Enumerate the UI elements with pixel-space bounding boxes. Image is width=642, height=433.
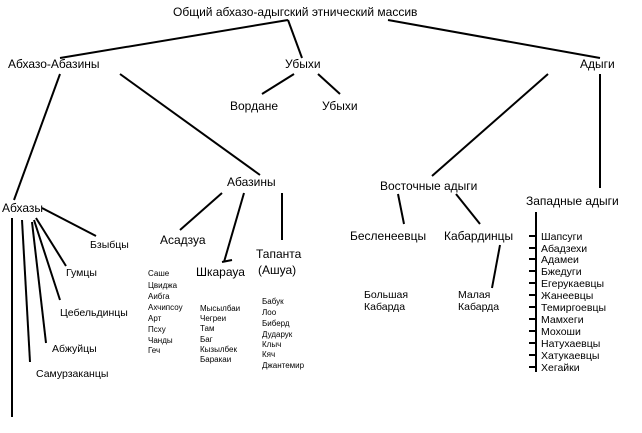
list-item: Там: [200, 324, 214, 333]
list-item: Шапсуги: [541, 231, 582, 243]
list-item: Хатукаевцы: [541, 350, 599, 362]
node-big-kabarda-1: Большая: [364, 289, 408, 301]
line-root-abkhaz-abazin: [59, 19, 289, 59]
node-samurzakan: Самурзаканцы: [36, 368, 108, 380]
node-vordane: Вордане: [230, 99, 278, 113]
node-west-adyghe: Западные адыги: [526, 194, 619, 208]
west-list: Шапсуги Абадзехи Адамеи Бжедуги Егерукае…: [541, 231, 606, 374]
node-gumtsy: Гумцы: [66, 267, 97, 279]
list-item: Лоо: [262, 308, 277, 317]
list-item: Баг: [200, 335, 213, 344]
node-asadzua: Асадзуа: [160, 233, 206, 247]
list-item: Адамеи: [541, 254, 579, 266]
node-ubykh: Убыхи: [285, 57, 321, 71]
list-item: Хегайки: [541, 362, 580, 374]
root-label: Общий абхазо-адыгский этнический массив: [173, 5, 417, 19]
list-item: Дударук: [262, 330, 293, 339]
list-item: Кызылбек: [200, 345, 237, 354]
connector-lines: [11, 19, 601, 417]
list-item: Джантемир: [262, 361, 305, 370]
list-item: Клыч: [262, 340, 281, 349]
list-item: Егерукаевцы: [541, 278, 604, 290]
list-item: Мохоши: [541, 326, 581, 338]
asadzua-list: Саше Цвиджа Аибга Ахчипсоу Арт Псху Чанд…: [148, 269, 183, 355]
list-item: Мамхеги: [541, 314, 584, 326]
list-item: Кяч: [262, 350, 275, 359]
list-item: Чанды: [148, 336, 173, 345]
tapanta-list: Бабук Лоо Биберд Дударук Клыч Кяч Джанте…: [262, 297, 305, 370]
node-bzyb: Бзыбцы: [90, 239, 129, 251]
node-kabardin: Кабардинцы: [444, 229, 513, 243]
node-abazin: Абазины: [227, 175, 276, 189]
list-item: Бжедуги: [541, 266, 582, 278]
list-item: Мысылбаи: [200, 304, 240, 313]
list-item: Абадзехи: [541, 243, 587, 255]
list-item: Темиргоевцы: [541, 302, 606, 314]
node-abzhuy: Абжуйцы: [52, 343, 97, 355]
list-item: Аибга: [148, 292, 170, 301]
list-item: Биберд: [262, 319, 290, 328]
line-bzyb: [41, 207, 97, 237]
node-abkhaz-abazin: Абхазо-Абазины: [8, 57, 100, 71]
node-tsebelda: Цебельдинцы: [60, 307, 128, 319]
node-tapanta: Тапанта: [256, 247, 302, 261]
node-big-kabarda-2: Кабарда: [364, 301, 405, 313]
node-besleney: Бесленеевцы: [350, 229, 426, 243]
node-east-adyghe: Восточные адыги: [380, 179, 477, 193]
node-adyghe: Адыги: [580, 57, 615, 71]
list-item: Чегреи: [200, 314, 226, 323]
node-ubykh-sub: Убыхи: [322, 99, 358, 113]
node-abkhaz: Абхазы: [2, 201, 43, 215]
list-item: Жанеевцы: [541, 290, 593, 302]
list-item: Псху: [148, 325, 166, 334]
list-item: Бабук: [262, 297, 284, 306]
list-item: Ахчипсоу: [148, 303, 183, 312]
list-item: Геч: [148, 346, 160, 355]
node-shkaraua: Шкарауа: [196, 265, 245, 279]
list-item: Натухаевцы: [541, 338, 600, 350]
node-small-kabarda-1: Малая: [458, 289, 490, 301]
west-tick-marks: [529, 235, 537, 368]
list-item: Арт: [148, 314, 162, 323]
shkaraua-list: Мысылбаи Чегреи Там Баг Кызылбек Баракаи: [200, 304, 240, 364]
list-item: Баракаи: [200, 355, 231, 364]
list-item: Саше: [148, 269, 170, 278]
node-small-kabarda-2: Кабарда: [458, 301, 499, 313]
node-ashua: (Ашуа): [258, 263, 296, 277]
list-item: Цвиджа: [148, 281, 178, 290]
